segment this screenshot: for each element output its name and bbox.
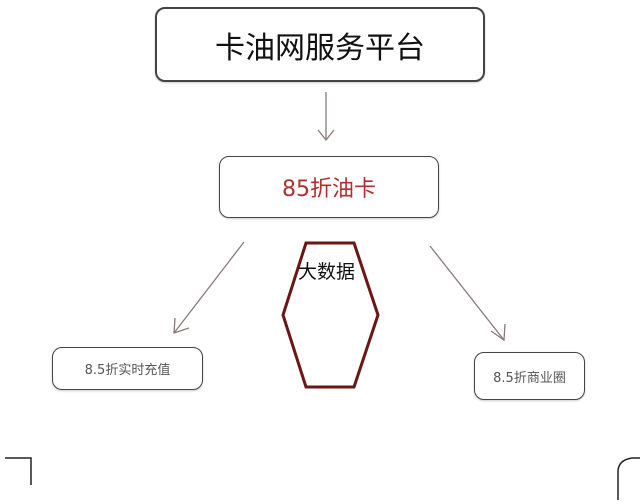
- corner-mark-right: [617, 457, 640, 500]
- arrow-down: [317, 92, 335, 142]
- business-circle-label: 8.5折商业圈: [493, 370, 566, 386]
- platform-title: 卡油网服务平台: [215, 30, 425, 66]
- business-circle-node: 8.5折商业圈: [474, 352, 585, 400]
- arrow-right: [429, 245, 506, 342]
- corner-mark-left: [5, 457, 32, 485]
- arrow-left: [173, 241, 245, 334]
- realtime-recharge-node: 8.5折实时充值: [52, 347, 203, 390]
- oil-card-node: 85折油卡: [219, 156, 439, 218]
- big-data-label: 大数据: [298, 261, 356, 283]
- oil-card-label: 85折油卡: [282, 177, 376, 202]
- big-data-hexagon: [281, 241, 380, 389]
- platform-title-node: 卡油网服务平台: [155, 7, 485, 82]
- realtime-recharge-label: 8.5折实时充值: [84, 363, 171, 378]
